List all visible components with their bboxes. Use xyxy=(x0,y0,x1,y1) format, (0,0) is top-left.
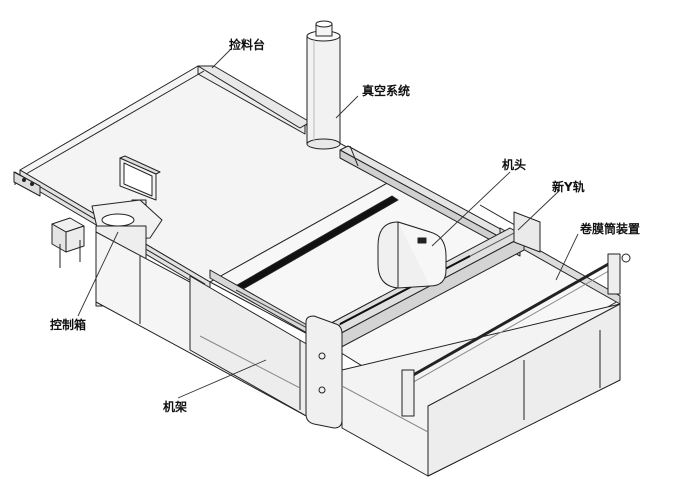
label-machine-head: 机头 xyxy=(502,158,527,172)
side-basket xyxy=(51,217,85,268)
x-rails xyxy=(209,145,621,347)
leader-lines xyxy=(77,49,579,399)
machine-head xyxy=(377,221,447,289)
label-new-y-rail: 新Y轨 xyxy=(552,180,585,194)
label-machine-frame: 机架 xyxy=(163,400,188,414)
label-film-roll-device: 卷膜筒装置 xyxy=(580,222,641,236)
film-roll-device xyxy=(401,253,631,417)
label-picking-table: 捡料台 xyxy=(229,38,266,52)
label-vacuum-system: 真空系统 xyxy=(362,84,411,98)
vacuum-column xyxy=(306,20,341,150)
machine-frame-base xyxy=(95,231,621,477)
label-control-box: 控制箱 xyxy=(50,318,87,332)
